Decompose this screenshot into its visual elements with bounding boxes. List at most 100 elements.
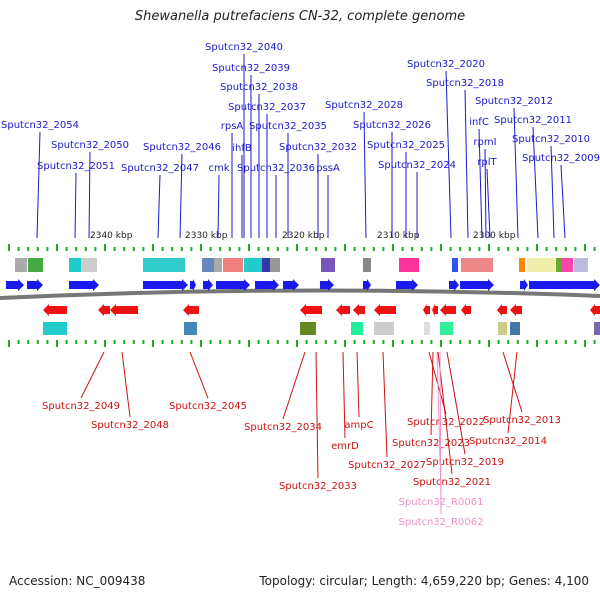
top-tick-mark [382,247,385,251]
bottom-tick-mark [440,340,442,347]
gene-label: Sputcn32_2046 [143,142,221,153]
top-tick-mark [238,247,241,251]
gene-label: rpsA [221,121,244,132]
feature-block [556,258,561,272]
gene-arrow-plus [520,279,528,291]
gene-label: rplT [477,157,497,168]
top-tick-mark [286,247,289,251]
gene-arrow-plus [460,279,494,291]
top-tick-mark [200,244,202,251]
bottom-tick-mark [180,340,183,344]
label-leader-line [532,126,539,239]
bottom-tick-mark [344,340,346,347]
bottom-tick-mark [430,340,433,344]
top-tick-mark [152,244,154,251]
label-leader-line [342,351,346,439]
feature-block [527,258,555,272]
gene-arrow-minus [374,304,396,316]
bottom-gene-labels: Sputcn32_2049Sputcn32_2048Sputcn32_2045S… [42,351,561,492]
top-tick-mark [526,247,529,251]
bottom-tick-mark [526,340,529,344]
gene-label: Sputcn32_2012 [475,96,553,107]
gene-arrow-plus [216,279,250,291]
feature-block [374,322,394,335]
bottom-tick-mark [113,340,116,344]
feature-block [214,258,222,272]
gene-label: pssA [316,163,340,174]
bottom-tick-mark [276,340,279,344]
top-tick-mark [315,247,318,251]
feature-block [561,258,573,272]
gene-arrow-minus [590,304,600,316]
gene-arrow-plus [320,279,334,291]
gene-arrow-plus [203,279,213,291]
bottom-tick-mark [27,340,30,344]
bottom-tick-mark [574,340,577,344]
scale-ticks [8,244,596,347]
label-leader-line [179,153,183,239]
gene-label: Sputcn32_2038 [220,82,298,93]
top-tick-mark [363,247,366,251]
bottom-tick-mark [94,340,97,344]
gene-arrow-plus [143,279,188,291]
top-tick-mark [545,247,548,251]
top-tick-mark [17,247,20,251]
bottom-tick-mark [152,340,154,347]
feature-block [143,258,185,272]
top-tick-mark [267,247,270,251]
accession-text: Accession: NC_009438 [9,574,146,588]
bottom-tick-mark [497,340,500,344]
top-tick-mark [75,247,78,251]
top-tick-mark [392,244,394,251]
gene-arrow-plus [27,279,43,291]
feature-block [244,258,262,272]
scale-tick-label: 2330 kbp [185,231,228,241]
label-leader-line [363,111,367,239]
bottom-tick-mark [459,340,462,344]
bottom-tick-mark [392,340,394,347]
label-leader-line [282,351,306,420]
top-tick-mark [180,247,183,251]
feature-block [223,258,243,272]
label-leader-line [560,164,566,239]
top-tick-mark [132,247,135,251]
gene-arrow-plus [190,279,196,291]
gene-arrow-plus [69,279,99,291]
gene-arrow-minus [423,304,430,316]
top-tick-mark [372,247,375,251]
feature-block [351,322,363,335]
top-tick-mark [516,247,519,251]
label-leader-line [36,131,41,239]
top-tick-mark [574,247,577,251]
label-leader-line [157,174,161,239]
top-tick-mark [228,247,231,251]
feature-block [519,258,525,272]
top-tick-mark [401,247,404,251]
top-tick-mark [36,247,39,251]
label-leader-line [430,351,434,436]
gene-arrow-minus [43,304,67,316]
top-tick-mark [507,247,510,251]
bottom-tick-mark [334,340,337,344]
bottom-tick-mark [420,340,423,344]
label-leader-line [550,145,555,239]
plus-strand-genes [6,279,600,291]
scale-tick-label: 2320 kbp [282,231,325,241]
bottom-tick-mark [219,340,222,344]
gene-label: ihfB [232,143,252,154]
top-tick-mark [411,247,414,251]
top-tick-mark [324,247,327,251]
bottom-tick-mark [190,340,193,344]
label-leader-line [217,174,220,239]
label-leader-line [513,107,519,239]
gene-label: Sputcn32_2034 [244,422,322,433]
bottom-tick-mark [536,340,538,347]
genome-summary-text: Topology: circular; Length: 4,659,220 bp… [259,574,589,588]
top-tick-mark [123,247,126,251]
gene-arrow-minus [336,304,350,316]
bottom-tick-mark [315,340,318,344]
feature-block [424,322,430,335]
gene-label: rpmI [473,137,496,148]
